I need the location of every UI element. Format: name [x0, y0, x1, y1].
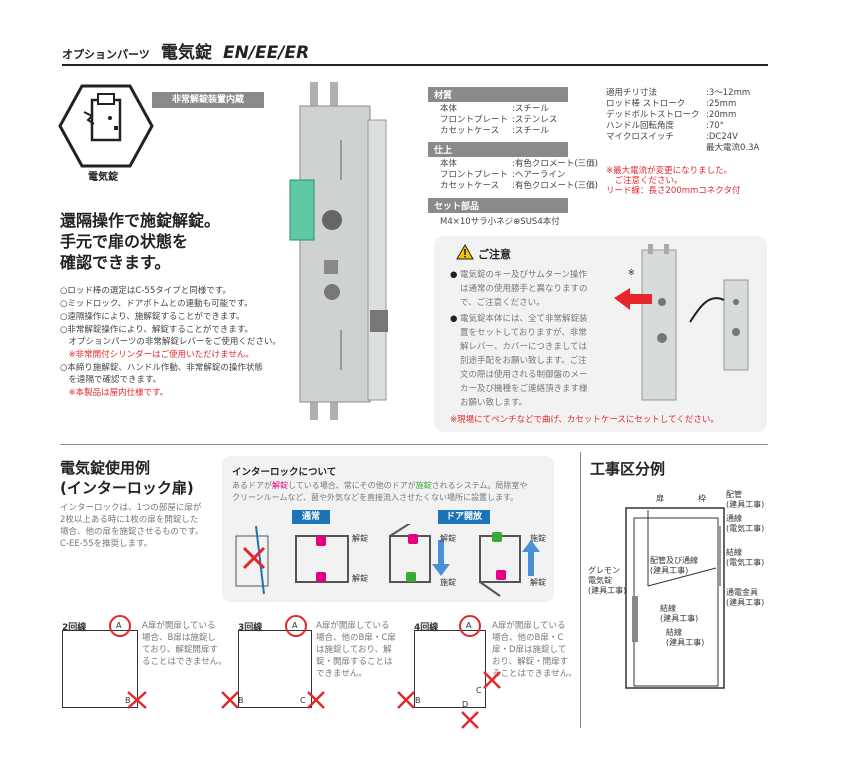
header-model: EN/EE/ER — [222, 43, 310, 63]
spec-notes: ※最大電流が変更になりました。 ご注意ください。 リード線：長さ200mmコネク… — [606, 166, 741, 196]
headline: 還隔操作で施錠解錠。 手元で扉の状態を 確認できます。 — [60, 210, 220, 273]
door-b-label: B — [415, 696, 421, 705]
spec-row: カセットケース:スチール — [440, 126, 549, 136]
caution-box — [434, 236, 767, 432]
lbl-unlock: 解錠 — [440, 534, 456, 543]
door-d-label: D — [462, 700, 469, 709]
spec-row: ハンドル回転角度:70° — [606, 121, 724, 131]
label-haikan-tsusen: 配管及び通線(建具工事) — [650, 556, 698, 575]
label-kessen-kougu-2: 結線(建具工事) — [666, 628, 705, 647]
interlock-title: インターロックについて — [232, 467, 337, 478]
icon-label: 電気錠 — [88, 172, 118, 183]
spec-finish-title: 仕上 — [428, 142, 568, 157]
spec-set: セット部品 M4×10サラ小ネジ⊕SUS4本付 — [428, 198, 568, 228]
badge-normal: 通常 — [292, 510, 330, 524]
vertical-divider — [580, 452, 581, 728]
door-b-label: B — [238, 696, 244, 705]
line-2-title: 2回線 — [62, 623, 87, 633]
spec-row: 最大電流0.3A — [706, 143, 760, 153]
lbl-lock: 施錠 — [530, 534, 546, 543]
note-item: を遠隔で確認できます。 — [60, 375, 162, 385]
line-2-text: A扉が開扉している場合、B扉は施錠しており、解錠開扉することはできません。 — [142, 621, 227, 667]
spec-row: フロントプレート:ヘアーライン — [440, 170, 566, 180]
note-item: ※非常開付シリンダーはご使用いただけません。 — [60, 350, 254, 360]
construction-diagram — [625, 507, 725, 689]
line-2-room — [62, 630, 138, 708]
note-item: ※本製品は屋内仕様です。 — [60, 388, 169, 398]
interlock-diagram — [235, 524, 540, 597]
line-4-room — [414, 630, 486, 708]
note-item: ○非常解錠操作により、解錠することができます。 — [60, 325, 254, 335]
label-kessen-electric: 結線(電気工事) — [726, 548, 765, 567]
note-item: ○遠隔操作により、施解錠することができます。 — [60, 312, 245, 322]
label-tsusen: 通線(電気工事) — [726, 514, 765, 533]
label-tsuden: 通電金具(建具工事) — [726, 588, 765, 607]
door-c-label: C — [300, 696, 306, 705]
spec-finish: 仕上 本体:有色クロメート(三価) フロントプレート:ヘアーライン カセットケー… — [428, 142, 598, 192]
usage-title: 電気錠使用例 (インターロック扉) — [60, 459, 194, 497]
feature-notes: ○ロッド棒の選定はC-55タイプと同様です。 ○ミッドロック、ドアボトムとの連動… — [60, 285, 285, 400]
lbl-unlock: 解錠 — [530, 578, 546, 587]
caution-para-1: ● 電気錠のキー及びサムターン操作は通常の使用勝手と異なりますので、ご注意くださ… — [450, 270, 588, 308]
page-header: オプションパーツ 電気錠 EN/EE/ER — [62, 38, 309, 63]
spec-set-title: セット部品 — [428, 198, 568, 213]
door-b-label: B — [125, 696, 131, 705]
door-a-label: A — [466, 621, 472, 630]
caution-footer: ※現場にてペンチなどで曲げ、カセットケースにセットしてください。 — [450, 415, 719, 425]
label-kessen-kougu-1: 結線(建具工事) — [660, 604, 699, 623]
header-rule — [62, 64, 768, 66]
line-3-text: A扉が開扉している場合、他のB扉・C扉は施錠しており、解錠・開扉することはできま… — [316, 621, 396, 679]
door-a-label: A — [116, 621, 122, 630]
header-title: 電気錠 — [160, 43, 212, 63]
warning-icon — [456, 244, 474, 260]
spec-dimensions: 適用チリ寸法:3～12mm ロッド棒 ストローク:25mm デッドボルトストロー… — [606, 88, 759, 154]
headline-line: 確認できます。 — [60, 253, 171, 272]
label-haikan: 配管(建具工事) — [726, 490, 765, 509]
spec-set-item: M4×10サラ小ネジ⊕SUS4本付 — [440, 217, 560, 227]
label-tobira: 扉 — [656, 494, 664, 503]
note-item: オプションパーツの非常解錠レバーをご使用ください。 — [60, 337, 281, 347]
spec-row: 本体:スチール — [440, 104, 549, 114]
note-item: ○本締り施解錠、ハンドル作動、非常解錠の操作状態 — [60, 363, 263, 373]
spec-row: 本体:有色クロメート(三価) — [440, 159, 598, 169]
spec-material: 材質 本体:スチール フロントプレート:ステンレス カセットケース:スチール — [428, 87, 568, 137]
line-3-room — [238, 630, 312, 708]
header-prefix: オプションパーツ — [62, 48, 150, 61]
section-divider — [60, 444, 768, 445]
line-4-title: 4回線 — [414, 623, 439, 633]
door-a-label: A — [292, 621, 298, 630]
headline-line: 還隔操作で施錠解錠。 — [60, 211, 221, 230]
door-c-label: C — [476, 686, 482, 695]
spec-row: カセットケース:有色クロメート(三価) — [440, 181, 598, 191]
line-3-title: 3回線 — [238, 623, 263, 633]
spec-row: 適用チリ寸法:3～12mm — [606, 88, 751, 98]
caution-star-mark: ※ — [628, 268, 635, 277]
label-grommet: グレモン電気錠(建具工事) — [588, 566, 627, 595]
note-item: ○ロッド棒の選定はC-55タイプと同様です。 — [60, 286, 231, 296]
lock-body-illustration — [289, 82, 388, 420]
label-waku: 枠 — [698, 494, 706, 503]
headline-line: 手元で扉の状態を — [60, 232, 189, 251]
electric-lock-icon — [58, 84, 154, 168]
lbl-unlock: 解錠 — [352, 534, 368, 543]
lever-install-illustration — [614, 244, 749, 401]
caution-para-2: ● 電気錠本体には、全て非常解錠装置をセットしておりますが、非常解レバー、カバー… — [450, 314, 588, 408]
spec-row: デッドボルトストローク:20mm — [606, 110, 737, 120]
lbl-unlock: 解錠 — [352, 574, 368, 583]
spec-material-title: 材質 — [428, 87, 568, 102]
caution-title: ご注意 — [478, 248, 511, 261]
spec-row: フロントプレート:ステンレス — [440, 115, 558, 125]
interlock-description: あるドアが解錠している場合、常にその他のドアが施錠されるシステム。局除室や クリ… — [232, 481, 528, 502]
feature-badge: 非常解錠装置内蔵 — [152, 92, 264, 108]
lbl-lock: 施錠 — [440, 578, 456, 587]
note-item: ○ミッドロック、ドアボトムとの連動も可能です。 — [60, 299, 253, 309]
construction-title: 工事区分例 — [590, 460, 666, 478]
spec-row: マイクロスイッチ:DC24V — [606, 132, 738, 142]
badge-door-open: ドア開放 — [438, 510, 490, 524]
spec-row: ロッド棒 ストローク:25mm — [606, 99, 737, 109]
